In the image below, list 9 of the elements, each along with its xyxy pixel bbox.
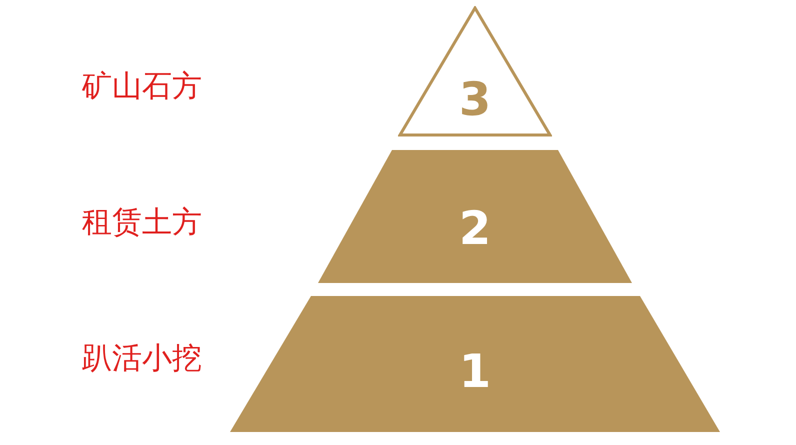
layer-number: 3 [459, 76, 491, 122]
layer-label: 趴活小挖 [82, 344, 202, 374]
layer-number: 1 [459, 348, 491, 394]
pyramid-layer [230, 296, 720, 432]
pyramid-layer [318, 150, 632, 283]
pyramid-layer [398, 6, 552, 137]
layer-number: 2 [459, 205, 491, 251]
layer-label: 租赁土方 [82, 208, 202, 238]
layer-label: 矿山石方 [82, 72, 202, 102]
